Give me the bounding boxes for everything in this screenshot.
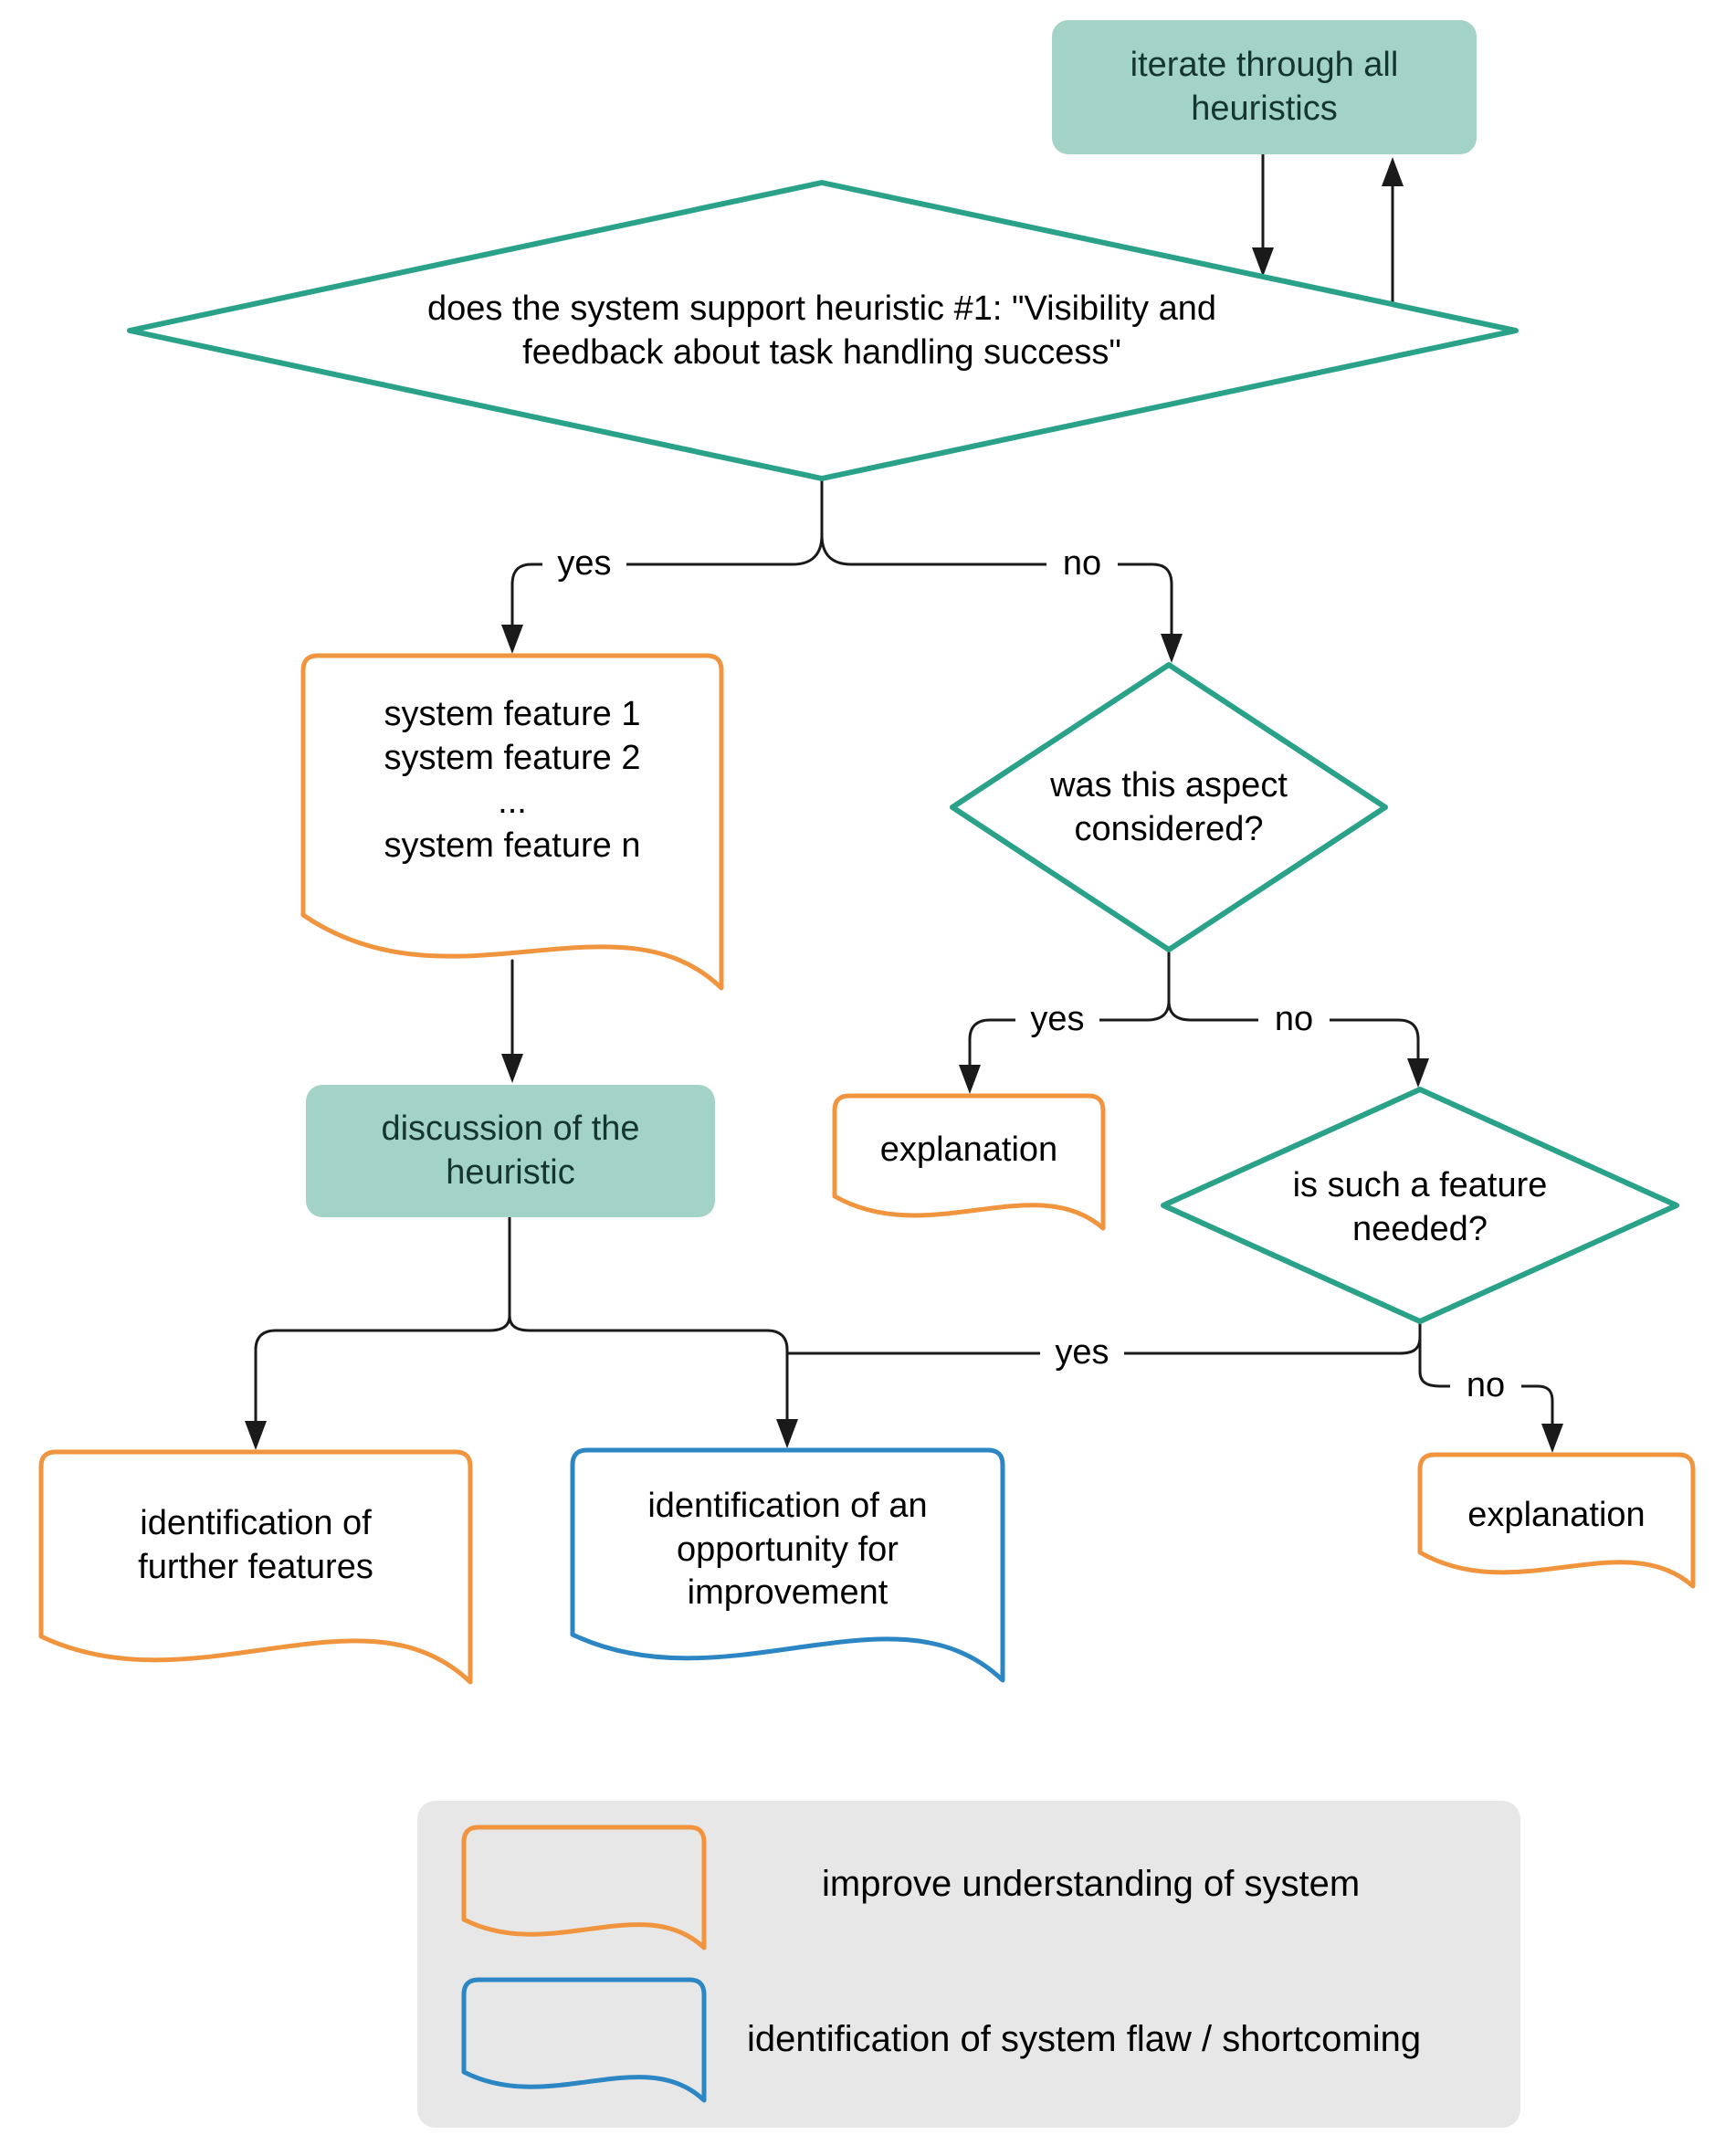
node-labels: iterate through all heuristics does the … <box>138 46 1646 1613</box>
arrowhead-down-icon <box>776 1419 798 1448</box>
process-iterate-shape <box>1052 20 1477 154</box>
decision-heuristic-check-label: does the system support heuristic #1: "V… <box>427 289 1216 372</box>
arrowhead-down-icon <box>1541 1424 1563 1453</box>
process-discussion-label: discussion of the heuristic <box>381 1110 640 1192</box>
edge-needed-yes <box>785 1335 1422 1355</box>
edge-considered-no <box>1167 999 1420 1060</box>
arrowhead-down-icon <box>959 1065 981 1094</box>
edge-label-considered-no: no <box>1258 998 1330 1040</box>
edge-check-no <box>820 533 1173 636</box>
document-system-features-label: system feature 1 system feature 2 ... sy… <box>384 695 641 865</box>
legend: improve understanding of system identifi… <box>417 1801 1520 2128</box>
legend-blue-document-icon <box>461 1977 707 2103</box>
decision-feature-needed-label: is such a feature needed? <box>1292 1165 1548 1248</box>
arrowhead-down-icon <box>1161 634 1183 663</box>
decision-aspect-considered-shape <box>950 662 1388 952</box>
arrowhead-down-icon <box>501 625 523 654</box>
document-system-features-shape <box>300 653 724 991</box>
document-explanation-not-needed-shape <box>1417 1452 1696 1589</box>
document-improvement-label: identification of an opportunity for imp… <box>647 1486 928 1613</box>
arrowhead-down-icon <box>1407 1058 1429 1088</box>
document-explanation-not-needed-label: explanation <box>1467 1496 1646 1535</box>
edge-label-needed-no: no <box>1450 1364 1521 1406</box>
edge-label-heuristic-no: no <box>1046 542 1118 584</box>
decision-heuristic-check-shape <box>127 180 1519 481</box>
decision-feature-needed-shape <box>1161 1087 1679 1324</box>
arrowhead-up-icon <box>1382 157 1404 186</box>
process-iterate-label: iterate through all heuristics <box>1130 46 1399 128</box>
document-explanation-considered-shape <box>832 1093 1106 1231</box>
arrowhead-down-icon <box>501 1054 523 1083</box>
edge-discussion-to-improvement <box>508 1314 789 1421</box>
legend-item-system-flaw: identification of system flaw / shortcom… <box>747 2018 1422 2059</box>
decision-aspect-considered-label: was this aspect considered? <box>1050 766 1288 848</box>
edge-discussion-to-further <box>254 1314 511 1423</box>
connectors <box>245 152 1563 1453</box>
process-discussion-shape <box>306 1085 715 1217</box>
node-shapes <box>38 20 1696 1685</box>
edge-labels: yes no yes no yes no <box>542 542 1521 1406</box>
document-further-features-label: identification of further features <box>138 1503 373 1586</box>
legend-background <box>417 1801 1520 2128</box>
document-further-features-shape <box>38 1449 473 1685</box>
document-improvement-shape <box>570 1447 1005 1683</box>
arrowhead-down-icon <box>245 1421 267 1450</box>
edge-label-heuristic-yes: yes <box>542 542 626 584</box>
edge-needed-no <box>1418 1370 1554 1425</box>
document-explanation-considered-label: explanation <box>879 1131 1058 1170</box>
edge-label-needed-yes: yes <box>1040 1331 1124 1373</box>
arrowhead-down-icon <box>1252 247 1274 277</box>
legend-orange-document-icon <box>461 1825 707 1951</box>
edge-considered-yes <box>968 999 1171 1067</box>
edge-check-yes <box>510 533 824 626</box>
edge-label-considered-yes: yes <box>1015 998 1099 1040</box>
legend-item-improve-understanding: improve understanding of system <box>822 1863 1361 1904</box>
